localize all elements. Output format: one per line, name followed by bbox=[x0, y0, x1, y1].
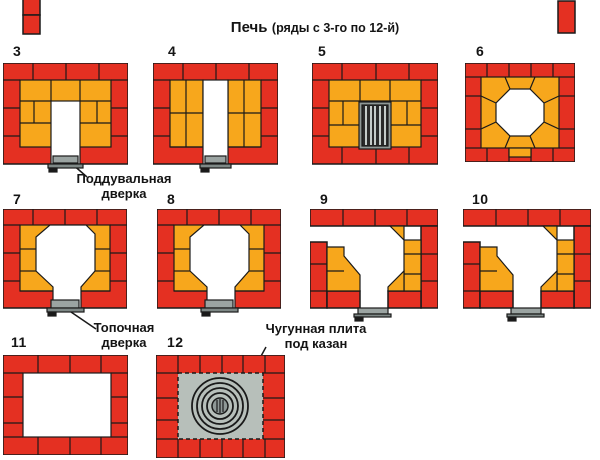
row-number-8: 8 bbox=[167, 191, 176, 207]
title-main: Печь bbox=[230, 19, 268, 36]
row-11-course-diagram bbox=[3, 355, 128, 455]
row-number-9: 9 bbox=[320, 191, 329, 207]
row-number-4: 4 bbox=[168, 43, 177, 59]
row-10-course-diagram bbox=[463, 209, 591, 322]
page-title: Печь (ряды с 3-го по 12-й) bbox=[195, 19, 435, 37]
label-cast-iron-plate: Чугунная плита под казан bbox=[265, 321, 367, 351]
row-6-course-diagram-octagon bbox=[465, 63, 575, 162]
row-9-course-diagram bbox=[310, 209, 438, 322]
row-number-3: 3 bbox=[13, 43, 22, 59]
row-4-course-diagram bbox=[153, 63, 278, 173]
row-12-course-diagram-with-plate bbox=[156, 355, 285, 458]
row-8-course-diagram bbox=[157, 209, 281, 317]
row-number-7: 7 bbox=[13, 191, 22, 207]
row-number-5: 5 bbox=[318, 43, 327, 59]
row-5-course-diagram-with-grate bbox=[312, 63, 438, 165]
label-ash-pit-door: Поддувальная дверка bbox=[76, 171, 172, 201]
row-7-course-diagram bbox=[3, 209, 127, 317]
title-subtitle: (ряды с 3-го по 12-й) bbox=[271, 21, 400, 35]
row-number-11: 11 bbox=[11, 334, 27, 350]
label-firebox-door: Топочная дверка bbox=[93, 320, 155, 350]
row-number-12: 12 bbox=[167, 334, 184, 350]
row-3-course-diagram bbox=[3, 63, 128, 173]
row-number-6: 6 bbox=[476, 43, 485, 59]
row-number-10: 10 bbox=[472, 191, 489, 207]
